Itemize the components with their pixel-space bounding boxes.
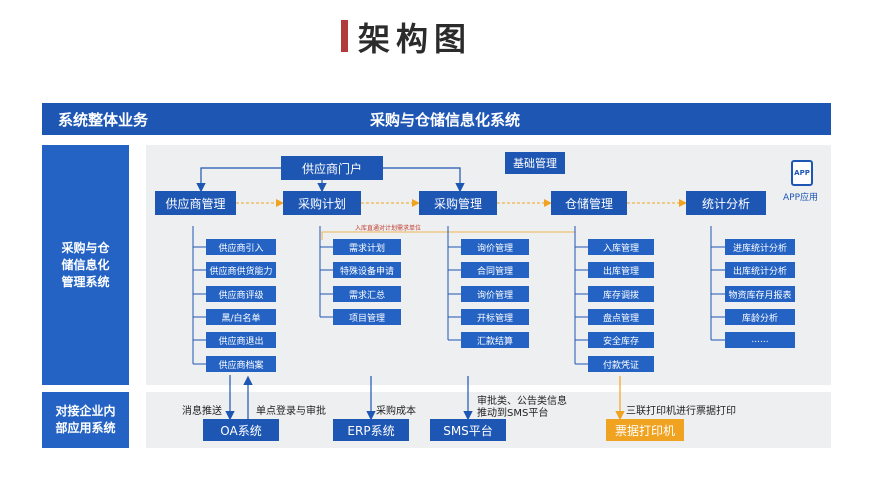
system-oa: OA系统 <box>203 419 279 441</box>
basic-management-box: 基础管理 <box>505 152 565 174</box>
item-warehouse-2: 出库管理 <box>588 262 654 278</box>
band-right-label: 采购与仓储信息化系统 <box>370 111 521 129</box>
item-warehouse-6: 付款凭证 <box>588 356 654 372</box>
item-stat-5: ...... <box>725 332 795 348</box>
header-warehouse-management: 仓储管理 <box>551 191 627 215</box>
title-accent-bar <box>341 20 348 52</box>
item-supplier-3: 供应商评级 <box>206 286 276 302</box>
system-sms: SMS平台 <box>430 419 506 441</box>
header-procurement-management: 采购管理 <box>419 191 497 215</box>
note-single-sign-on: 单点登录与审批 <box>256 406 326 417</box>
item-stat-4: 库龄分析 <box>725 309 795 325</box>
item-warehouse-4: 盘点管理 <box>588 309 654 325</box>
note-purchase-cost: 采购成本 <box>376 406 416 417</box>
item-procure-1: 询价管理 <box>461 239 529 255</box>
item-warehouse-5: 安全库存 <box>588 332 654 348</box>
header-statistics: 统计分析 <box>686 191 766 215</box>
item-plan-1: 需求计划 <box>333 239 401 255</box>
side-label-main: 采购与仓 储信息化 管理系统 <box>42 145 129 385</box>
item-procure-5: 汇款结算 <box>461 332 529 348</box>
item-procure-3: 询价管理 <box>461 286 529 302</box>
side-label-bottom: 对接企业内 部应用系统 <box>42 392 129 448</box>
item-supplier-2: 供应商供货能力 <box>206 262 276 278</box>
item-stat-2: 出库统计分析 <box>725 262 795 278</box>
header-purchase-plan: 采购计划 <box>283 191 361 215</box>
item-supplier-1: 供应商引入 <box>206 239 276 255</box>
system-erp: ERP系统 <box>333 419 409 441</box>
item-warehouse-3: 库存调拨 <box>588 286 654 302</box>
red-note: 入库直通对计划需求单位 <box>355 225 422 232</box>
item-supplier-6: 供应商档案 <box>206 356 276 372</box>
band-left-label: 系统整体业务 <box>58 111 149 129</box>
item-stat-1: 进库统计分析 <box>725 239 795 255</box>
phone-icon: APP <box>791 160 813 186</box>
page-title: 架构图 <box>358 20 473 58</box>
note-sms-push: 审批类、公告类信息 推动到SMS平台 <box>477 396 567 419</box>
item-plan-2: 特殊设备申请 <box>333 262 401 278</box>
app-icon-text: APP <box>794 169 810 177</box>
system-receipt-printer: 票据打印机 <box>606 419 684 441</box>
note-printer: 三联打印机进行票据打印 <box>626 406 736 417</box>
header-supplier-management: 供应商管理 <box>155 191 236 215</box>
item-procure-4: 开标管理 <box>461 309 529 325</box>
item-stat-3: 物资库存月报表 <box>725 286 795 302</box>
header-band <box>42 103 831 135</box>
app-label: APP应用 <box>783 193 819 203</box>
item-procure-2: 合同管理 <box>461 262 529 278</box>
note-message-push: 消息推送 <box>182 406 222 417</box>
item-warehouse-1: 入库管理 <box>588 239 654 255</box>
item-supplier-4: 黑/白名单 <box>206 309 276 325</box>
supplier-portal-box: 供应商门户 <box>281 156 383 180</box>
item-plan-4: 项目管理 <box>333 309 401 325</box>
item-supplier-5: 供应商退出 <box>206 332 276 348</box>
item-plan-3: 需求汇总 <box>333 286 401 302</box>
